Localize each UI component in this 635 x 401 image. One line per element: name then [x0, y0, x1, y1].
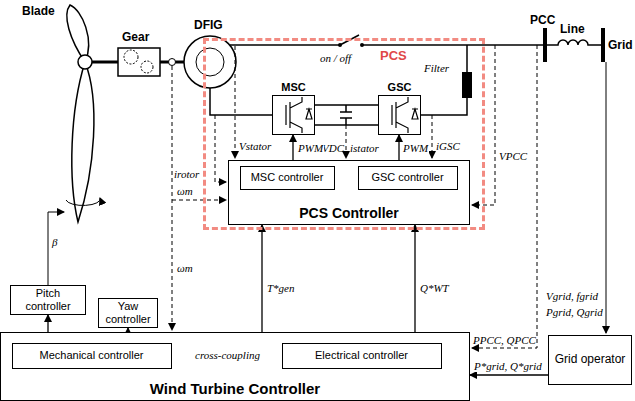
converter-box: MSC — [272, 95, 315, 135]
edge-label: PWM — [297, 142, 324, 154]
connector — [47, 315, 48, 332]
gearbox — [118, 48, 160, 76]
node-text: GSC controller — [371, 171, 443, 184]
signal-line — [472, 45, 537, 348]
igbt-lines — [392, 97, 418, 133]
signal-line — [346, 125, 347, 158]
controller-box: GSC controller — [358, 166, 458, 190]
signal-name: VPCC — [499, 150, 527, 162]
node-text: Grid operator — [555, 353, 626, 367]
edge-label: PWM — [402, 142, 429, 154]
dfig-rotor — [196, 48, 224, 76]
signal-name: Vstator — [239, 140, 271, 152]
rotor-wire — [210, 88, 272, 115]
speed-signal — [172, 200, 226, 201]
controller-box: MSC controller — [240, 166, 335, 190]
igbt-symbol — [286, 97, 312, 133]
controller-box: Yaw controller — [98, 298, 158, 328]
stator-bus — [230, 44, 340, 46]
signal-line — [215, 115, 226, 182]
converter-box: GSC — [378, 95, 421, 135]
edge-label: P*grid, Q*grid — [473, 360, 543, 372]
edge-label: Q*WT — [419, 282, 450, 294]
node-text: PCS Controller — [229, 205, 469, 221]
node-text: Wind Turbine Controller — [1, 380, 469, 397]
gsc-wire — [421, 98, 467, 115]
signal-name: istator — [350, 142, 379, 154]
signal-name: VDC — [322, 142, 344, 154]
dc-capacitor — [340, 105, 352, 125]
dc-link — [315, 105, 378, 125]
blade-upper — [67, 5, 89, 62]
part-name: Blade — [22, 4, 55, 18]
filter-symbol — [462, 72, 472, 98]
operator-box: Grid operator — [548, 335, 632, 385]
signal-name: ωm — [177, 262, 193, 274]
node-text: Electrical controller — [315, 349, 408, 362]
blade-lower — [72, 62, 94, 222]
pitch-rotation — [66, 198, 100, 205]
controller-box: Electrical controller — [282, 343, 442, 369]
signal-name: β — [52, 236, 57, 248]
signal-name: Filter — [424, 62, 449, 74]
igbt-lines — [286, 97, 312, 133]
line-impedance — [545, 40, 603, 45]
node-text: PCS — [380, 48, 407, 63]
signal-name: PPCC, QPCC — [473, 334, 536, 346]
edge-label: cross-coupling — [194, 349, 261, 361]
part-name: Gear — [122, 30, 149, 44]
grid-bus — [362, 44, 545, 46]
gear-wheel — [141, 61, 153, 73]
speed-signal — [172, 66, 173, 330]
signal-name: iGSC — [436, 140, 460, 152]
signal-name: on / off — [320, 52, 351, 64]
part-name: PCC — [530, 13, 555, 27]
node-text: MSC — [273, 81, 314, 93]
part-name: DFIG — [194, 18, 223, 32]
connector — [414, 225, 415, 343]
controller-box: Mechanical controller — [12, 343, 172, 369]
pitch-command — [48, 212, 64, 285]
gear-wheel — [124, 50, 138, 64]
controller-box: Pitch controller — [10, 285, 86, 315]
node-text: Yaw controller — [102, 300, 154, 325]
node-text: Mechanical controller — [40, 349, 144, 362]
node-text: GSC — [379, 81, 420, 93]
signal-name: ωm — [177, 185, 193, 197]
grid-bar — [601, 28, 605, 62]
signal-name: irotor — [174, 168, 199, 180]
shaft — [92, 61, 118, 64]
filter-wire — [466, 45, 468, 72]
connector — [470, 374, 548, 375]
edge-label: T*gen — [266, 282, 296, 294]
connector — [261, 225, 262, 332]
grid-measure — [606, 62, 607, 333]
speed-sensor — [169, 59, 176, 66]
hub — [78, 55, 92, 69]
igbt-symbol — [392, 97, 418, 133]
controller-group: PCS Controller MSC controller GSC controll… — [228, 160, 470, 225]
signal-line — [235, 46, 236, 158]
signal-line — [432, 115, 433, 158]
controller-group: Wind Turbine Controller Mechanical contro… — [0, 332, 470, 401]
part-name: Grid — [608, 38, 633, 52]
node-text: MSC controller — [251, 171, 324, 184]
signal-name: Vgrid, fgrid — [546, 290, 598, 302]
dfig-symbol — [184, 36, 236, 88]
node-text: Pitch controller — [14, 287, 82, 312]
part-name: Line — [560, 22, 585, 36]
signal-name: Pgrid, Qgrid — [546, 306, 603, 318]
